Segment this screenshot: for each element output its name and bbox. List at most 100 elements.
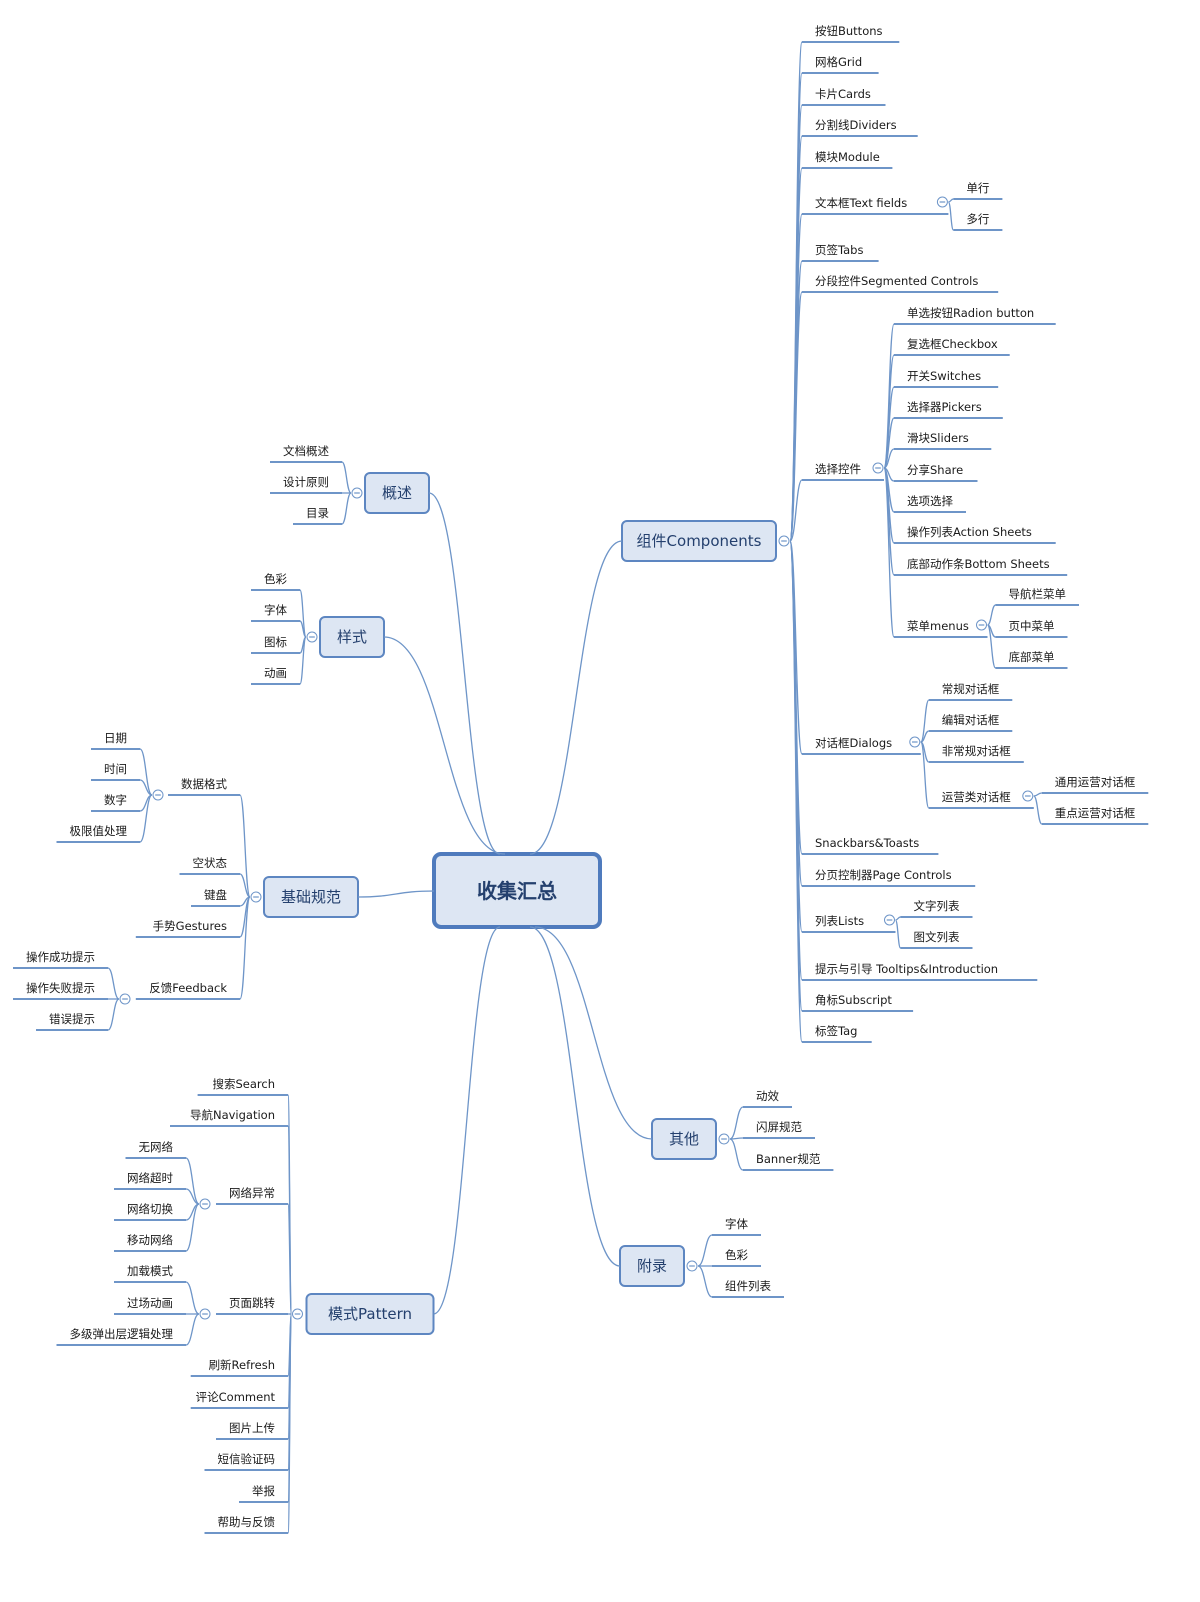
overview-collapse[interactable] bbox=[351, 487, 363, 499]
topic-pattern[interactable]: 模式Pattern bbox=[305, 1293, 435, 1335]
basics-item-feedback[interactable]: 反馈Feedback bbox=[135, 981, 240, 1000]
feedback-collapse[interactable] bbox=[119, 993, 131, 1005]
pattern-item-network-error[interactable]: 网络异常 bbox=[216, 1186, 288, 1205]
components-item-selection[interactable]: 选择控件 bbox=[802, 462, 884, 481]
text-fields-collapse[interactable] bbox=[936, 196, 948, 208]
menus-item-2[interactable]: 底部菜单 bbox=[995, 650, 1068, 669]
text-fields-item-0[interactable]: 单行 bbox=[953, 181, 1003, 200]
appendix-item-0[interactable]: 字体 bbox=[712, 1217, 761, 1236]
pattern-item-other-4[interactable]: 举报 bbox=[239, 1484, 288, 1503]
appendix-item-1[interactable]: 色彩 bbox=[712, 1248, 761, 1267]
misc-item-2[interactable]: Banner规范 bbox=[743, 1152, 834, 1171]
components-item-buttons[interactable]: 按钮Buttons bbox=[802, 24, 900, 43]
page-jump-item-1[interactable]: 过场动画 bbox=[114, 1296, 186, 1315]
components-item-text-fields[interactable]: 文本框Text fields bbox=[802, 196, 949, 215]
basics-item-data-format[interactable]: 数据格式 bbox=[168, 777, 240, 796]
data-format-item-0[interactable]: 日期 bbox=[91, 731, 140, 750]
data-format-item-3[interactable]: 极限值处理 bbox=[56, 824, 141, 843]
lists-item-1[interactable]: 图文列表 bbox=[900, 930, 973, 949]
pattern-item-other-2[interactable]: 图片上传 bbox=[216, 1421, 288, 1440]
pattern-item-navigation[interactable]: 导航Navigation bbox=[170, 1108, 288, 1127]
ops-item-0[interactable]: 通用运营对话框 bbox=[1041, 775, 1149, 794]
misc-item-1[interactable]: 闪屏规范 bbox=[743, 1120, 815, 1139]
selection-item-2[interactable]: 开关Switches bbox=[894, 369, 999, 388]
ops-collapse[interactable] bbox=[1022, 790, 1034, 802]
misc-item-0[interactable]: 动效 bbox=[743, 1089, 792, 1108]
selection-item-1[interactable]: 复选框Checkbox bbox=[894, 337, 1010, 356]
lists-item-0[interactable]: 文字列表 bbox=[900, 899, 973, 918]
topic-components[interactable]: 组件Components bbox=[621, 520, 777, 562]
network-error-item-3[interactable]: 移动网络 bbox=[114, 1233, 186, 1252]
components-item-tag[interactable]: 标签Tag bbox=[802, 1024, 872, 1043]
menus-item-1[interactable]: 页中菜单 bbox=[995, 619, 1068, 638]
data-format-item-1[interactable]: 时间 bbox=[91, 762, 140, 781]
dialogs-item-0[interactable]: 常规对话框 bbox=[928, 682, 1013, 701]
components-item-page-controls[interactable]: 分页控制器Page Controls bbox=[802, 868, 976, 887]
appendix-item-2[interactable]: 组件列表 bbox=[712, 1279, 784, 1298]
network-error-collapse[interactable] bbox=[199, 1198, 211, 1210]
overview-item-1[interactable]: 设计原则 bbox=[270, 475, 342, 494]
basics-item-gestures[interactable]: 手势Gestures bbox=[135, 919, 240, 938]
components-item-module[interactable]: 模块Module bbox=[802, 150, 893, 169]
components-item-segmented[interactable]: 分段控件Segmented Controls bbox=[802, 274, 999, 293]
central-topic[interactable]: 收集汇总 bbox=[432, 852, 602, 929]
style-item-2[interactable]: 图标 bbox=[251, 635, 300, 654]
components-item-dialogs[interactable]: 对话框Dialogs bbox=[802, 736, 921, 755]
menus-collapse[interactable] bbox=[976, 619, 987, 631]
topic-appendix[interactable]: 附录 bbox=[619, 1245, 685, 1287]
style-collapse[interactable] bbox=[306, 631, 318, 643]
network-error-item-2[interactable]: 网络切换 bbox=[114, 1202, 186, 1221]
selection-item-7[interactable]: 操作列表Action Sheets bbox=[894, 525, 1056, 544]
topic-style[interactable]: 样式 bbox=[319, 616, 385, 658]
dialogs-item-ops[interactable]: 运营类对话框 bbox=[928, 790, 1034, 809]
lists-collapse[interactable] bbox=[884, 914, 895, 926]
page-jump-collapse[interactable] bbox=[199, 1308, 211, 1320]
pattern-collapse[interactable] bbox=[292, 1308, 303, 1320]
components-item-tooltips[interactable]: 提示与引导 Tooltips&Introduction bbox=[802, 962, 1038, 981]
overview-item-2[interactable]: 目录 bbox=[293, 506, 342, 525]
feedback-item-1[interactable]: 操作失败提示 bbox=[13, 981, 108, 1000]
overview-item-0[interactable]: 文档概述 bbox=[270, 444, 342, 463]
selection-item-5[interactable]: 分享Share bbox=[894, 463, 978, 482]
menus-item-0[interactable]: 导航栏菜单 bbox=[995, 587, 1080, 606]
page-jump-item-0[interactable]: 加载模式 bbox=[114, 1264, 186, 1283]
data-format-item-2[interactable]: 数字 bbox=[91, 793, 140, 812]
components-item-subscript[interactable]: 角标Subscript bbox=[802, 993, 914, 1012]
ops-item-1[interactable]: 重点运营对话框 bbox=[1041, 806, 1149, 825]
components-item-cards[interactable]: 卡片Cards bbox=[802, 87, 886, 106]
dialogs-item-1[interactable]: 编辑对话框 bbox=[928, 713, 1013, 732]
style-item-1[interactable]: 字体 bbox=[251, 603, 300, 622]
topic-overview[interactable]: 概述 bbox=[364, 472, 430, 514]
selection-item-8[interactable]: 底部动作条Bottom Sheets bbox=[894, 557, 1068, 576]
components-item-lists[interactable]: 列表Lists bbox=[802, 914, 896, 933]
selection-item-6[interactable]: 选项选择 bbox=[894, 494, 966, 513]
pattern-item-other-0[interactable]: 刷新Refresh bbox=[190, 1358, 288, 1377]
style-item-0[interactable]: 色彩 bbox=[251, 572, 300, 591]
components-item-dividers[interactable]: 分割线Dividers bbox=[802, 118, 918, 137]
network-error-item-1[interactable]: 网络超时 bbox=[114, 1171, 186, 1190]
components-item-snackbars[interactable]: Snackbars&Toasts bbox=[802, 836, 939, 855]
pattern-item-other-3[interactable]: 短信验证码 bbox=[204, 1452, 289, 1471]
selection-item-menus[interactable]: 菜单menus bbox=[894, 619, 988, 638]
data-format-collapse[interactable] bbox=[152, 789, 164, 801]
page-jump-item-2[interactable]: 多级弹出层逻辑处理 bbox=[56, 1327, 187, 1346]
selection-item-0[interactable]: 单选按钮Radion button bbox=[894, 306, 1056, 325]
selection-collapse[interactable] bbox=[872, 462, 884, 474]
topic-misc[interactable]: 其他 bbox=[651, 1118, 717, 1160]
pattern-item-search[interactable]: 搜索Search bbox=[197, 1077, 288, 1096]
basics-item-keyboard[interactable]: 键盘 bbox=[191, 888, 240, 907]
components-item-grid[interactable]: 网格Grid bbox=[802, 55, 879, 74]
feedback-item-0[interactable]: 操作成功提示 bbox=[13, 950, 108, 969]
basics-item-empty-state[interactable]: 空状态 bbox=[179, 856, 241, 875]
feedback-item-2[interactable]: 错误提示 bbox=[36, 1012, 108, 1031]
components-item-tabs[interactable]: 页签Tabs bbox=[802, 243, 879, 262]
basics-collapse[interactable] bbox=[250, 891, 262, 903]
pattern-item-other-1[interactable]: 评论Comment bbox=[190, 1390, 288, 1409]
selection-item-3[interactable]: 选择器Pickers bbox=[894, 400, 1003, 419]
topic-basics[interactable]: 基础规范 bbox=[263, 876, 359, 918]
misc-collapse[interactable] bbox=[718, 1133, 730, 1145]
dialogs-collapse[interactable] bbox=[909, 736, 921, 748]
text-fields-item-1[interactable]: 多行 bbox=[953, 212, 1003, 231]
pattern-item-other-5[interactable]: 帮助与反馈 bbox=[204, 1515, 289, 1534]
selection-item-4[interactable]: 滑块Sliders bbox=[894, 431, 992, 450]
